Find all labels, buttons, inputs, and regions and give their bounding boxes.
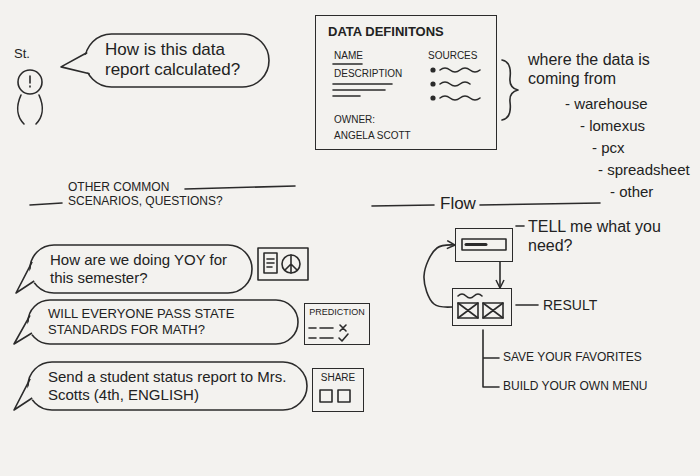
tree-branch xyxy=(483,330,499,387)
step-label: RESULT xyxy=(543,297,597,314)
step-label: TELL me what you need? xyxy=(528,217,688,255)
note-label: SAVE YOUR FAVORITES xyxy=(503,350,642,364)
curly-bracket xyxy=(502,60,518,120)
person-exclamation xyxy=(29,76,31,87)
panel-title: DATA DEFINITONS xyxy=(328,24,444,40)
prediction-row xyxy=(309,325,346,331)
icon-box: SHARE xyxy=(312,368,364,412)
source-bullet xyxy=(431,68,435,72)
field-label: ANGELA SCOTT xyxy=(334,130,411,142)
note-label: St. xyxy=(14,46,30,62)
document-lines xyxy=(267,259,274,267)
bubble-tail xyxy=(16,262,34,293)
share-icon xyxy=(320,390,332,402)
note-label: - other xyxy=(610,183,653,201)
bubble-border xyxy=(85,34,269,87)
field-label: DESCRIPTION xyxy=(334,68,402,80)
icon-box xyxy=(258,248,308,280)
note-label: - pcx xyxy=(592,139,625,157)
result-squiggle xyxy=(458,294,482,298)
bubble-tail xyxy=(14,315,32,344)
note-label: BUILD YOUR OWN MENU xyxy=(503,379,647,393)
source-bullet xyxy=(431,82,435,86)
person-body xyxy=(18,95,43,124)
note-label: where the data is coming from xyxy=(528,50,653,88)
flow-box: RESULT xyxy=(452,288,512,326)
share-icon xyxy=(338,390,350,402)
flow-arrow xyxy=(424,245,455,307)
heading-rule xyxy=(372,205,434,206)
flow-box: TELL me what you need? xyxy=(455,228,513,262)
note-label: - lomexus xyxy=(580,117,645,135)
bubble-text: How are we doing YOY for this semester? xyxy=(50,251,232,287)
heading-rule xyxy=(30,203,62,205)
pie-chart-slices xyxy=(285,255,297,273)
flow-arrow xyxy=(499,262,501,288)
speech-bubble: How is this data report calculated? xyxy=(85,34,269,87)
bubble-border xyxy=(28,362,307,410)
bubble-tail xyxy=(14,379,32,410)
prediction-row xyxy=(309,334,348,341)
bubble-border xyxy=(30,245,252,293)
document-icon xyxy=(264,253,277,273)
bubble-tail-fill xyxy=(14,379,42,410)
field-label: NAME xyxy=(334,50,363,62)
bubble-text: WILL EVERYONE PASS STATE STANDARDS FOR M… xyxy=(48,306,278,337)
speech-bubble: WILL EVERYONE PASS STATE STANDARDS FOR M… xyxy=(28,300,298,344)
icon-caption: SHARE xyxy=(317,372,359,384)
description-lines xyxy=(333,84,392,96)
pie-chart-icon xyxy=(282,255,300,273)
bubble-text: Send a student status report to Mrs. Sco… xyxy=(48,368,287,404)
speech-bubble: How are we doing YOY for this semester? xyxy=(30,245,252,293)
bubble-tail-fill xyxy=(16,262,44,293)
leader-dash xyxy=(516,225,524,227)
field-label: SOURCES xyxy=(428,50,477,62)
source-squiggles xyxy=(440,68,480,100)
speech-bubble: Send a student status report to Mrs. Sco… xyxy=(28,362,307,410)
bubble-border xyxy=(28,300,298,344)
data-definitions-panel: DATA DEFINITONS NAME DESCRIPTION SOURCES OWN… xyxy=(315,15,497,150)
icon-box: PREDICTION xyxy=(304,303,370,345)
leader-dash xyxy=(516,304,538,306)
bubble-tail xyxy=(61,53,90,74)
person-head xyxy=(18,70,42,94)
heading-rule xyxy=(480,203,600,205)
heading-rule xyxy=(185,186,295,189)
bubble-tail-fill xyxy=(61,53,101,74)
note-label: - spreadsheet xyxy=(598,161,690,179)
search-field xyxy=(462,239,506,250)
name-underline xyxy=(333,63,362,65)
note-label: - warehouse xyxy=(565,95,648,113)
section-heading: Flow xyxy=(440,194,476,214)
search-text-bar xyxy=(466,243,486,246)
bubble-text: How is this data report calculated? xyxy=(105,40,249,81)
bubble-tail-fill xyxy=(14,315,41,344)
icon-caption: PREDICTION xyxy=(309,307,365,318)
result-card-cross xyxy=(458,303,503,318)
source-bullet xyxy=(431,96,435,100)
section-heading: OTHER COMMON SCENARIOS, QUESTIONS? xyxy=(68,180,243,209)
field-label: OWNER: xyxy=(334,114,375,126)
